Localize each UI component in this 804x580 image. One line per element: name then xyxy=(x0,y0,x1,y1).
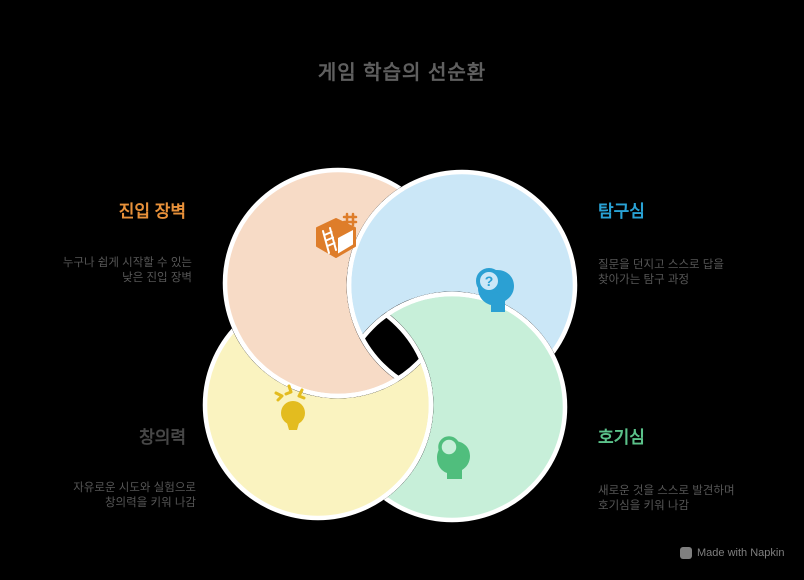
segment-desc-barrier: 누구나 쉽게 시작할 수 있는 낮은 진입 장벽 xyxy=(62,257,192,284)
segment-label-barrier: 진입 장벽 xyxy=(118,202,186,221)
lightbulb-rays-icon xyxy=(265,382,317,434)
segment-desc-curiosity: 새로운 것을 스스로 발견하며 호기심을 키워 나감 xyxy=(598,485,735,512)
segment-label-curiosity: 호기심 xyxy=(598,428,645,447)
watermark-logo-icon xyxy=(680,547,692,559)
watermark[interactable]: Made with Napkin xyxy=(680,547,784,559)
page-title: 게임 학습의 선순환 xyxy=(317,62,487,84)
segment-label-inquiry: 탐구심 xyxy=(598,202,645,221)
watermark-text: Made with Napkin xyxy=(697,547,785,559)
segment-desc-inquiry: 질문을 던지고 스스로 답을 찾아가는 탐구 과정 xyxy=(598,259,724,286)
ladder-over-wall-icon xyxy=(311,212,363,264)
svg-text:?: ? xyxy=(485,273,494,289)
head-magnifier-icon xyxy=(429,431,481,483)
head-question-magnifier-icon: ? xyxy=(467,262,523,318)
segment-label-creativity: 창의력 xyxy=(139,428,186,447)
segment-desc-creativity: 자유로운 시도와 실험으로 창의력을 키워 나감 xyxy=(73,482,196,509)
